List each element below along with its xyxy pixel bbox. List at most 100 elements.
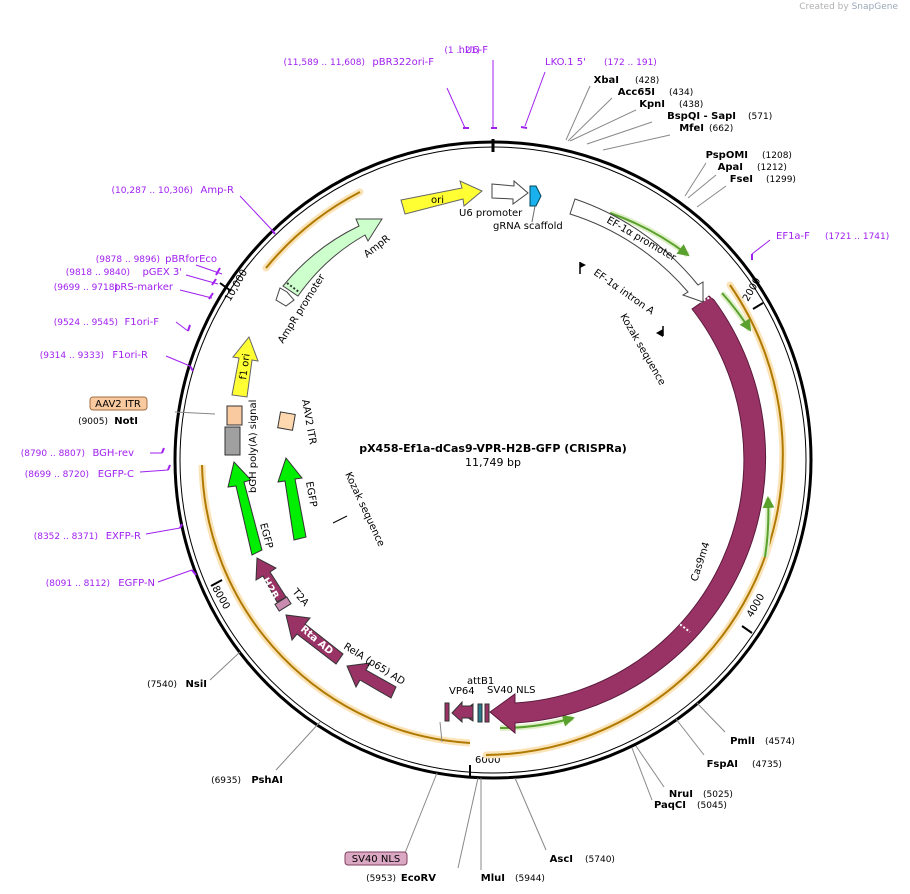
orf-arrows	[499, 210, 775, 732]
site-name: PaqCI	[654, 800, 686, 811]
primer-pos: (1721 .. 1741)	[825, 232, 889, 242]
feature-aav2-itr-inner[interactable]: AAV2 ITR	[277, 399, 318, 446]
primer-pos: (9699 .. 9718)	[54, 283, 118, 293]
leader-ecorv	[457, 777, 479, 869]
primer-name: pBR322ori-F	[372, 57, 434, 68]
feature-kozak-upper[interactable]: Kozak sequence	[617, 312, 667, 387]
egfp-inner-arrow	[277, 456, 307, 541]
ampr-promoter-arrow	[275, 287, 295, 307]
leader-f1orif	[175, 321, 189, 332]
leader-egfpc	[139, 469, 169, 473]
aav2-itr-inner-label: AAV2 ITR	[299, 399, 318, 446]
feature-grna-scaffold[interactable]: gRNA scaffold	[493, 185, 563, 232]
feature-kozak-lower[interactable]: Kozak sequence	[332, 471, 386, 549]
ef1a-promoter-arrow	[569, 198, 704, 303]
mark-lko	[520, 126, 528, 129]
primer-name: EXFP-R	[106, 531, 141, 542]
primer-pos: (9524 .. 9545)	[54, 318, 118, 328]
leader-acc65i	[567, 97, 613, 142]
site-pos: (1208)	[762, 151, 792, 161]
primer-pos: (172 .. 191)	[604, 58, 657, 68]
cas9m4-arrow	[489, 295, 767, 735]
orf-arrow-4	[499, 714, 575, 730]
ori-label: ori	[431, 195, 444, 206]
site-pos: (5953)	[366, 874, 396, 884]
kozak-lower-label: Kozak sequence	[342, 471, 386, 549]
plasmid-name: pX458-Ef1a-dCas9-VPR-H2B-GFP (CRISPRa)	[359, 442, 627, 455]
feature-ori[interactable]: ori	[400, 180, 483, 215]
feature-u6-promoter[interactable]: U6 promoter	[459, 179, 529, 219]
site-pos: (4574)	[765, 737, 795, 747]
feature-bgh-polya[interactable]: bGH poly(A) signal	[224, 400, 259, 493]
site-pos: (428)	[635, 76, 659, 86]
site-name: XbaI	[594, 75, 619, 86]
primer-pos: (9818 .. 9840)	[66, 268, 130, 278]
feature-egfp-inner[interactable]: EGFP	[277, 456, 318, 541]
primer-name: Amp-R	[201, 185, 235, 196]
mark-bghrev	[161, 447, 165, 454]
primer-pos: (8352 .. 8371)	[34, 532, 98, 542]
ef1a-intron-flag	[580, 262, 586, 268]
feature-ef1a-intron[interactable]: EF-1α intron A	[579, 262, 656, 317]
leader-nrui	[635, 745, 665, 788]
mark-egfpn	[191, 569, 197, 576]
primer-name: F1ori-R	[112, 350, 148, 361]
mark-pbrforeco	[215, 267, 221, 276]
boxed-label-sv40-nls[interactable]: SV40 NLS	[344, 851, 408, 866]
mark-egfpc	[167, 464, 171, 471]
restriction-site-labels: XbaI(428)Acc65I(434)KpnI(438)BspQI - Sap…	[78, 75, 796, 884]
leader-f1orir	[165, 355, 191, 367]
tick-label-6000: 6000	[475, 755, 500, 766]
sv40-nls-box-label: SV40 NLS	[352, 854, 401, 865]
vp64-arrow	[451, 700, 474, 724]
site-pos: (1212)	[757, 163, 787, 173]
f1-ori-arrow	[231, 336, 259, 398]
site-pos: (7540)	[147, 680, 177, 690]
leader-asci	[514, 777, 547, 851]
primer-name: EGFP-C	[98, 469, 134, 480]
site-pos: (5740)	[585, 855, 615, 865]
leader-ampr	[239, 195, 273, 231]
orf-arrow-3	[762, 496, 775, 558]
orf-cas9-line	[485, 284, 784, 756]
primer-pos: (8790 .. 8807)	[21, 449, 85, 459]
h2b-label: H2B	[259, 576, 280, 601]
kozak-upper-flag	[656, 329, 663, 337]
feature-h2b[interactable]: H2B	[255, 557, 287, 603]
aav2-itr-box-label: AAV2 ITR	[95, 399, 141, 410]
egfp-outer-arrow	[227, 460, 263, 556]
mark-pgex	[211, 278, 217, 286]
site-pos: (5025)	[703, 790, 733, 800]
feature-small-cluster[interactable]: SV40 NLS attB1 VP64	[444, 676, 536, 724]
sv40-nls-block	[484, 703, 490, 723]
site-name: FspAI	[707, 759, 738, 770]
f1-ori-label: f1 ori	[238, 353, 253, 380]
vp64-label: VP64	[449, 686, 475, 697]
feature-aav2-itr-left[interactable]	[226, 405, 243, 426]
site-name: Acc65I	[618, 87, 655, 98]
feature-cas9m4[interactable]	[489, 295, 767, 735]
primer-pos: (8091 .. 8112)	[46, 579, 110, 589]
feature-f1-ori[interactable]: f1 ori	[231, 336, 259, 398]
site-name: NotI	[114, 416, 138, 427]
primer-name: pRS-marker	[114, 282, 174, 293]
leader-pshai	[275, 721, 321, 771]
primer-marks	[161, 126, 753, 576]
boxed-label-aav2-itr[interactable]: AAV2 ITR	[89, 396, 148, 411]
site-name: NruI	[669, 789, 693, 800]
feature-rela-p65[interactable]: RelA (p65) AD	[341, 641, 407, 699]
site-name: PspOMI	[706, 150, 748, 161]
mark-f1orir	[189, 365, 194, 372]
feature-rta-ad[interactable]: Rta AD	[285, 614, 344, 665]
rela-arrow	[346, 662, 397, 699]
snapgene-credit: Created by SnapGene	[799, 2, 898, 12]
leader-pspomi	[684, 162, 707, 197]
u6-promoter-arrow	[491, 179, 529, 205]
leader-fsei	[696, 185, 727, 208]
primer-name: pBRforEco	[165, 254, 217, 265]
sv40-nls-box	[344, 851, 408, 866]
site-pos: (438)	[679, 100, 703, 110]
aav2-itr-left-block	[226, 405, 243, 426]
leader-mfei	[602, 134, 671, 151]
site-name: MluI	[481, 873, 505, 884]
